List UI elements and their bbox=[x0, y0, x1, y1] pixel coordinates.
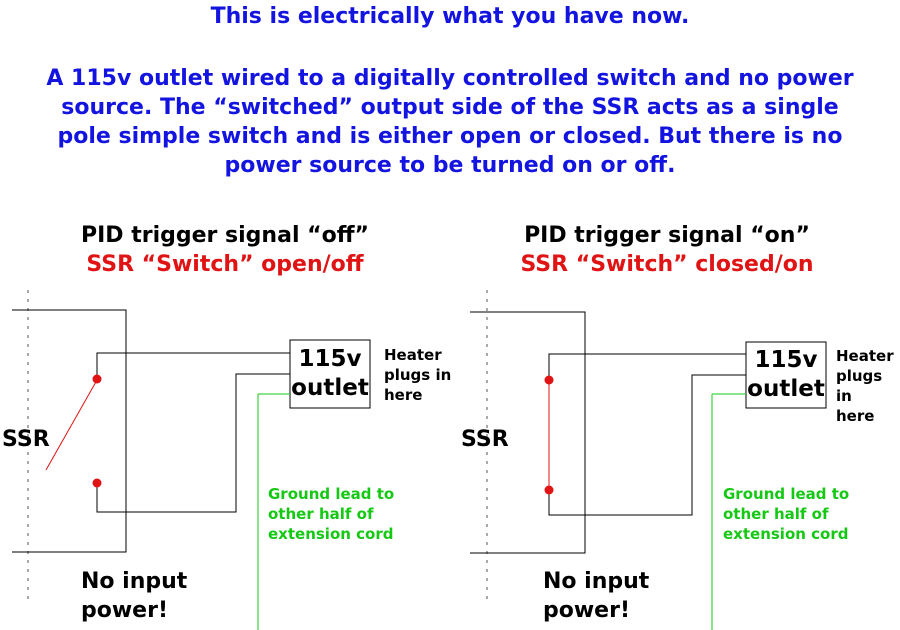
heater-note-line: plugs in bbox=[384, 366, 452, 384]
header-paragraph-line: A 115v outlet wired to a digitally contr… bbox=[46, 66, 854, 91]
no-input-line: No input bbox=[543, 569, 650, 594]
outlet-label-line: outlet bbox=[291, 375, 369, 401]
no-input-line: power! bbox=[81, 598, 168, 623]
diagram-state: SSR “Switch” open/off bbox=[86, 252, 364, 277]
ground-note-line: Ground lead to bbox=[268, 485, 395, 503]
diagram-title: PID trigger signal “on” bbox=[524, 223, 810, 248]
switch-contact bbox=[544, 485, 554, 495]
switch-blade-open bbox=[45, 379, 98, 471]
heater-note-line: here bbox=[384, 386, 423, 404]
heater-note-line: Heater bbox=[384, 346, 442, 364]
ground-note-line: Ground lead to bbox=[723, 485, 850, 503]
diagram-title: PID trigger signal “off” bbox=[80, 223, 369, 248]
ssr-label: SSR bbox=[2, 427, 50, 452]
outlet-label-line: 115v bbox=[754, 347, 818, 373]
switch-contact bbox=[92, 374, 102, 384]
ground-note-line: other half of bbox=[723, 505, 829, 523]
outlet-label-line: 115v bbox=[298, 346, 362, 372]
ssr-enclosure bbox=[470, 311, 586, 554]
wire-bottom bbox=[96, 373, 290, 513]
heater-note: Heater plugs in here bbox=[836, 346, 900, 426]
outlet-label: 115v outlet bbox=[746, 346, 826, 404]
header-paragraph-line: source. The “switched” output side of th… bbox=[61, 95, 839, 120]
outlet-label: 115v outlet bbox=[290, 345, 370, 403]
no-input-line: power! bbox=[543, 598, 630, 623]
outlet-label-line: outlet bbox=[747, 376, 825, 402]
no-input-line: No input bbox=[81, 569, 188, 594]
ground-note-line: extension cord bbox=[268, 525, 394, 543]
diagram-state: SSR “Switch” closed/on bbox=[520, 252, 814, 277]
header-paragraph-line: power source to be turned on or off. bbox=[224, 153, 676, 178]
diagram-off bbox=[12, 290, 371, 630]
outlet-box bbox=[745, 341, 827, 409]
heater-note-line: Heater bbox=[836, 347, 894, 365]
ssr-enclosure bbox=[12, 309, 127, 553]
header-line: This is electrically what you have now. bbox=[210, 4, 690, 29]
heater-note-line: here bbox=[836, 407, 875, 425]
ground-note-line: other half of bbox=[268, 505, 374, 523]
switch-contact bbox=[92, 478, 102, 488]
header-paragraph-line: pole simple switch and is either open or… bbox=[57, 124, 843, 149]
ground-note: Ground lead to other half of extension c… bbox=[723, 484, 849, 544]
diagram-on bbox=[470, 290, 827, 630]
ground-note: Ground lead to other half of extension c… bbox=[268, 484, 394, 544]
ground-note-line: extension cord bbox=[723, 525, 849, 543]
heater-note-line: plugs in bbox=[836, 367, 883, 405]
wire-bottom bbox=[548, 374, 746, 516]
wire-top bbox=[548, 353, 746, 380]
heater-note: Heater plugs in here bbox=[384, 345, 451, 405]
no-input-note: No input power! bbox=[81, 567, 187, 625]
ssr-label: SSR bbox=[461, 427, 509, 452]
no-input-note: No input power! bbox=[543, 567, 649, 625]
header-paragraph: A 115v outlet wired to a digitally contr… bbox=[0, 64, 900, 180]
wire-top bbox=[96, 352, 290, 380]
switch-contact bbox=[544, 375, 554, 385]
outlet-box bbox=[289, 339, 371, 409]
